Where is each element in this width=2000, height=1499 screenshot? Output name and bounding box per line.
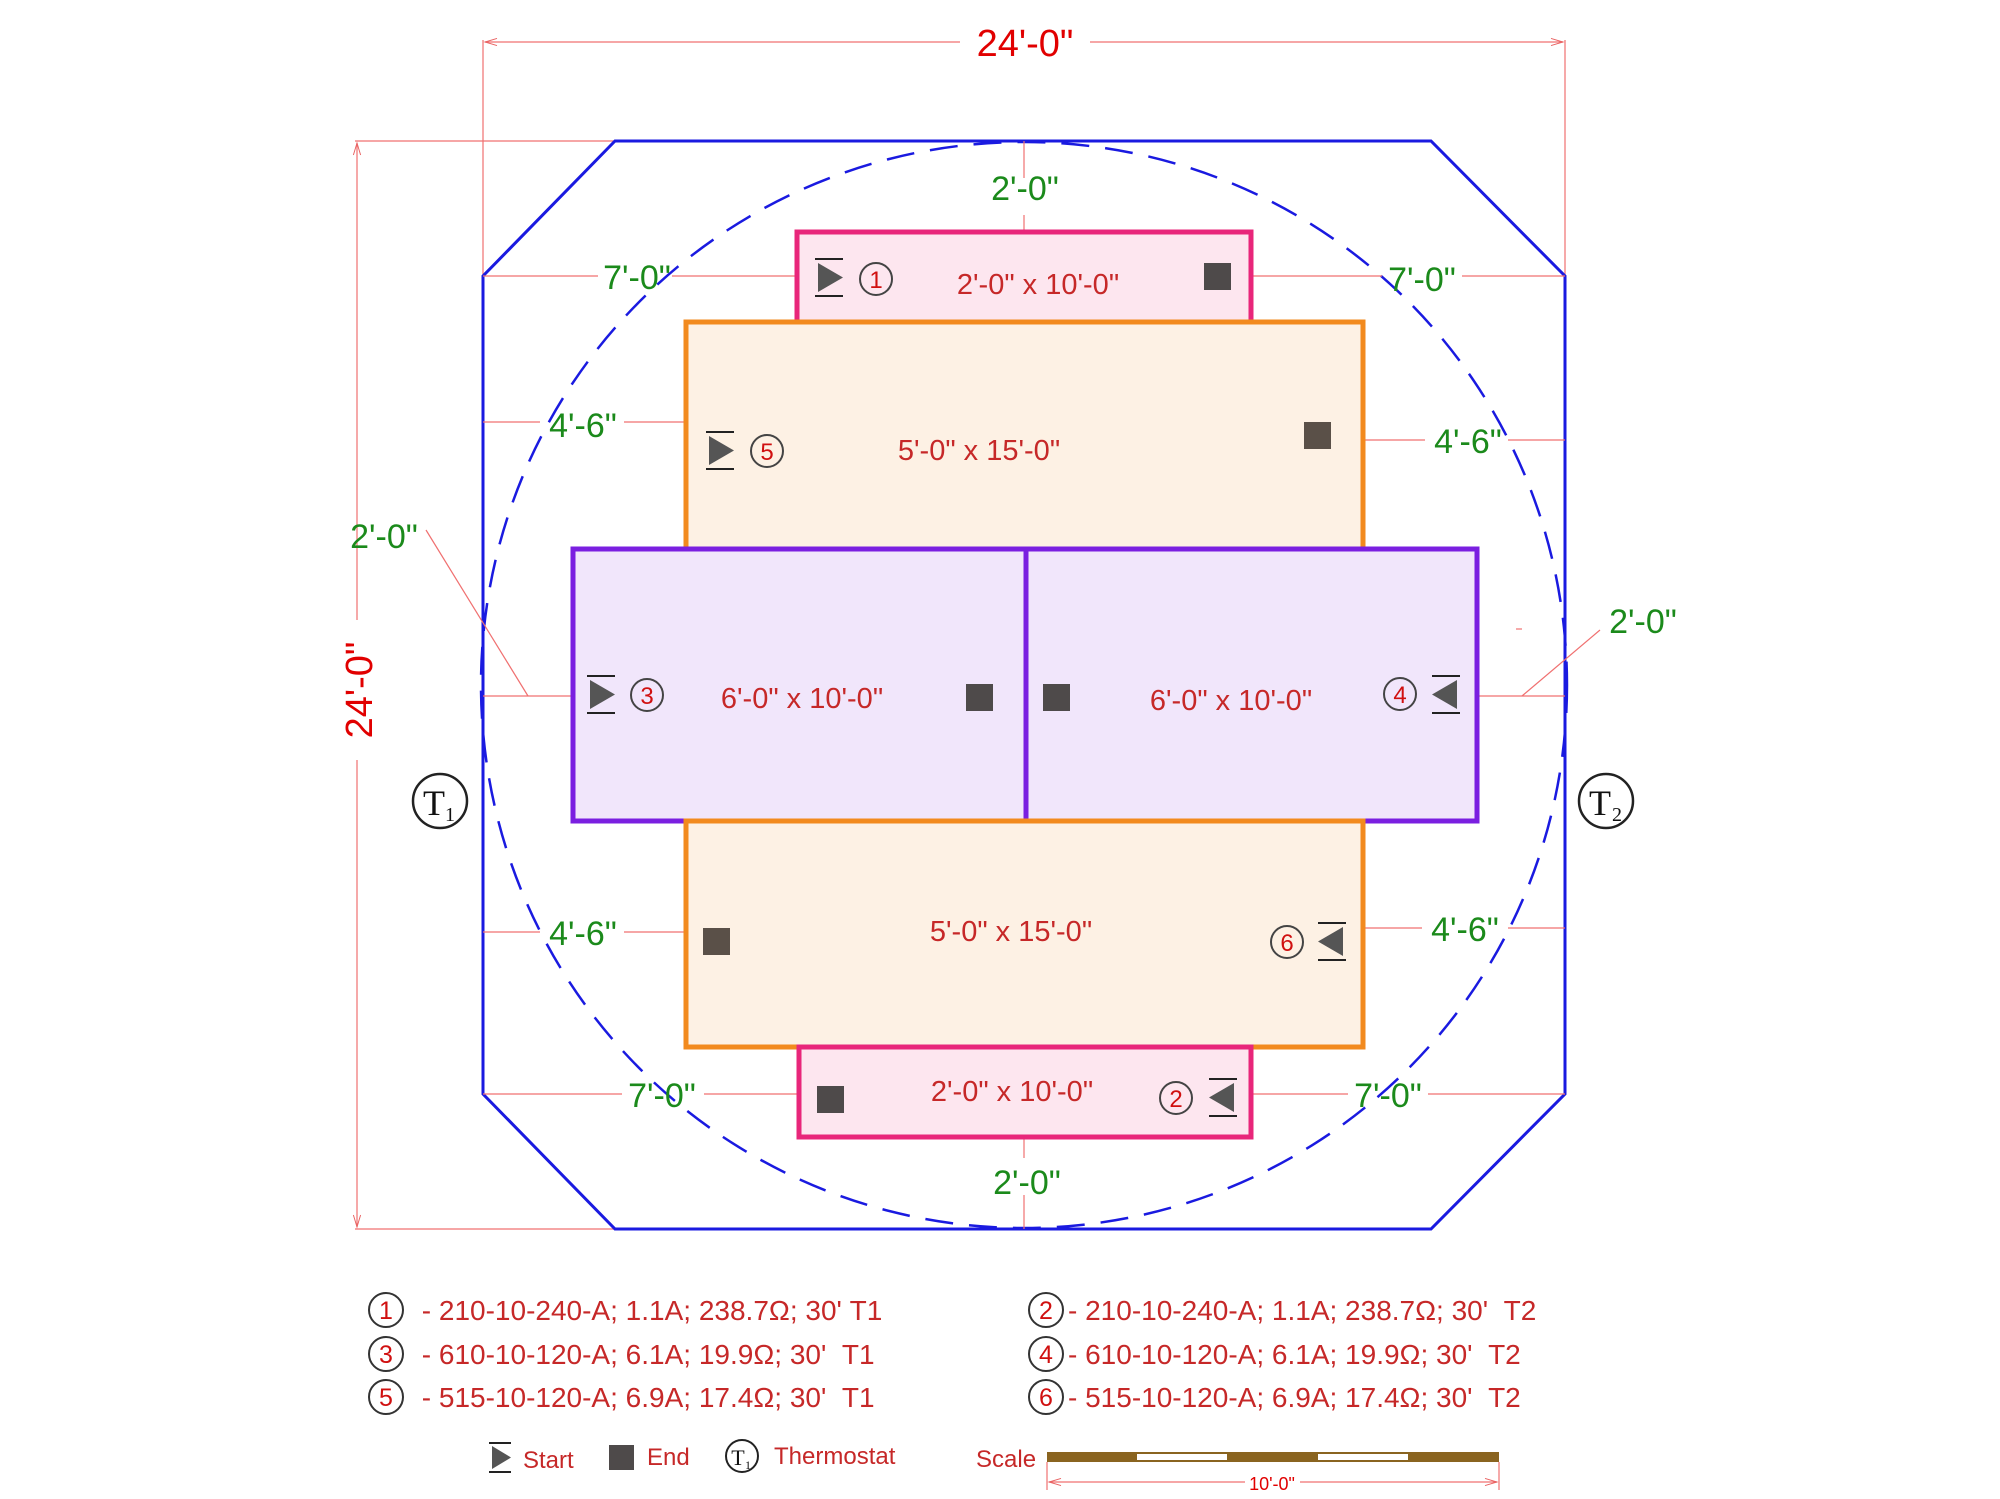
dim-top-gap: 2'-0" (991, 170, 1059, 208)
mat-6: 5'-0" x 15'-0" (683, 818, 1366, 1050)
svg-text:- 515-10-120-A; 6.9A; 17.4Ω; 3: - 515-10-120-A; 6.9A; 17.4Ω; 30' T2 (1068, 1382, 1521, 1413)
svg-text:3: 3 (640, 683, 653, 710)
mat-3: 6'-0" x 10'-0" (570, 546, 1029, 824)
start-marker-3 (587, 675, 615, 714)
overall-height-dimension: 24'-0" (339, 140, 615, 1230)
legend-item-2: 2 - 210-10-240-A; 1.1A; 238.7Ω; 30' T2 (1028, 1292, 1536, 1328)
start-marker-4 (1432, 675, 1460, 714)
thermostat-t2: T 2 (1577, 772, 1635, 830)
symbol-key: Start End T 1 Thermostat Scale 10'-0" (489, 1439, 1500, 1494)
svg-text:T: T (423, 783, 445, 823)
dim-top-right-7: 7'-0" (1388, 261, 1456, 299)
svg-text:1: 1 (379, 1297, 393, 1325)
dim-top-left-7: 7'-0" (603, 259, 671, 297)
mat-2: 2'-0" x 10'-0" (796, 1044, 1254, 1140)
mat-number-3: 3 (630, 678, 664, 712)
mat-1-size-label: 2'-0" x 10'-0" (957, 269, 1119, 301)
dim-lower-right-4-6: 4'-6" (1431, 911, 1499, 949)
key-end: End (609, 1444, 690, 1471)
key-thermostat-label: Thermostat (774, 1443, 896, 1470)
dim-right-mid-2: 2'-0" (1609, 603, 1677, 641)
mat-number-2: 2 (1159, 1081, 1193, 1115)
start-marker-5 (706, 431, 734, 470)
mat-number-1: 1 (859, 262, 893, 296)
svg-text:4: 4 (1393, 682, 1406, 709)
mat-6-size-label: 5'-0" x 15'-0" (930, 916, 1092, 948)
dim-lower-left-4-6: 4'-6" (549, 915, 617, 953)
svg-text:T: T (731, 1445, 745, 1470)
svg-text:6: 6 (1039, 1384, 1053, 1412)
end-marker-4 (1043, 684, 1070, 711)
mat-4-size-label: 6'-0" x 10'-0" (1150, 685, 1312, 717)
svg-text:5: 5 (760, 439, 773, 466)
dim-upper-left-4-6: 4'-6" (549, 407, 617, 445)
svg-text:1: 1 (745, 1458, 751, 1472)
dim-upper-right-4-6: 4'-6" (1434, 423, 1502, 461)
legend-item-6: 6 - 515-10-120-A; 6.9A; 17.4Ω; 30' T2 (1028, 1379, 1521, 1415)
legend-item-3: 3 - 610-10-120-A; 6.1A; 19.9Ω; 30' T1 (368, 1336, 875, 1372)
svg-text:2: 2 (1612, 804, 1622, 826)
dim-left-mid-2: 2'-0" (350, 518, 418, 556)
svg-text:5: 5 (379, 1384, 393, 1412)
svg-text:- 210-10-240-A; 1.1A; 238.7Ω;: - 210-10-240-A; 1.1A; 238.7Ω; 30' T2 (1068, 1295, 1536, 1326)
floor-outline (481, 139, 1567, 1231)
leader-lines (425, 141, 1601, 1229)
start-marker-6 (1318, 922, 1346, 961)
end-marker-5 (1304, 422, 1331, 449)
svg-text:T: T (1589, 783, 1611, 823)
key-end-label: End (647, 1444, 690, 1471)
thermostat-t1: T 1 (411, 772, 469, 830)
end-marker-1 (1204, 263, 1231, 290)
start-marker-1 (815, 258, 843, 297)
scale-bar: Scale 10'-0" (976, 1446, 1500, 1494)
start-marker-2 (1209, 1078, 1237, 1117)
dim-bottom-left-7: 7'-0" (628, 1077, 696, 1115)
dim-bottom-gap: 2'-0" (993, 1164, 1061, 1202)
dim-bottom-right-7: 7'-0" (1354, 1077, 1422, 1115)
legend-item-4: 4 - 610-10-120-A; 6.1A; 19.9Ω; 30' T2 (1028, 1336, 1521, 1372)
mat-number-4: 4 (1383, 677, 1417, 711)
svg-text:2: 2 (1039, 1297, 1053, 1325)
key-start: Start (489, 1442, 574, 1474)
svg-text:- 610-10-120-A; 6.1A; 19.9Ω; 3: - 610-10-120-A; 6.1A; 19.9Ω; 30' T2 (1068, 1339, 1521, 1370)
svg-text:- 610-10-120-A; 6.1A; 19.9Ω; 3: - 610-10-120-A; 6.1A; 19.9Ω; 30' T1 (414, 1339, 875, 1370)
end-marker-3 (966, 684, 993, 711)
overall-height-label: 24'-0" (339, 642, 381, 739)
scale-length-label: 10'-0" (1249, 1474, 1295, 1494)
svg-text:- 515-10-120-A; 6.9A; 17.4Ω; 3: - 515-10-120-A; 6.9A; 17.4Ω; 30' T1 (414, 1382, 875, 1413)
overall-width-label: 24'-0" (977, 23, 1074, 65)
mat-number-5: 5 (750, 434, 784, 468)
scale-label: Scale (976, 1446, 1036, 1473)
mat-5-size-label: 5'-0" x 15'-0" (898, 435, 1060, 467)
overall-width-dimension: 24'-0" (482, 23, 1566, 279)
svg-text:6: 6 (1280, 930, 1293, 957)
mat-2-size-label: 2'-0" x 10'-0" (931, 1076, 1093, 1108)
legend-item-5: 5 - 515-10-120-A; 6.9A; 17.4Ω; 30' T1 (368, 1379, 875, 1415)
key-start-label: Start (523, 1447, 574, 1474)
mat-3-size-label: 6'-0" x 10'-0" (721, 683, 883, 715)
mat-5: 5'-0" x 15'-0" (683, 319, 1366, 552)
svg-text:1: 1 (445, 804, 455, 826)
gap-dimensions: 2'-0" 7'-0" 7'-0" 4'-6" 4'-6" 2'-0" 2'-0… (350, 170, 1677, 1202)
mat-4: 6'-0" x 10'-0" (1023, 546, 1480, 824)
mat-1: 2'-0" x 10'-0" (794, 229, 1254, 325)
svg-text:1: 1 (869, 267, 882, 294)
svg-text:2: 2 (1169, 1086, 1182, 1113)
end-marker-2 (817, 1086, 844, 1113)
mat-number-6: 6 (1270, 925, 1304, 959)
key-thermostat: T 1 Thermostat (725, 1439, 896, 1473)
legend: 1 - 210-10-240-A; 1.1A; 238.7Ω; 30' T1 3… (368, 1292, 1536, 1415)
svg-text:- 210-10-240-A; 1.1A; 238.7Ω;: - 210-10-240-A; 1.1A; 238.7Ω; 30' T1 (414, 1295, 882, 1326)
legend-item-1: 1 - 210-10-240-A; 1.1A; 238.7Ω; 30' T1 (368, 1292, 882, 1328)
end-marker-6 (703, 928, 730, 955)
svg-text:3: 3 (379, 1341, 393, 1369)
svg-text:4: 4 (1039, 1341, 1053, 1369)
